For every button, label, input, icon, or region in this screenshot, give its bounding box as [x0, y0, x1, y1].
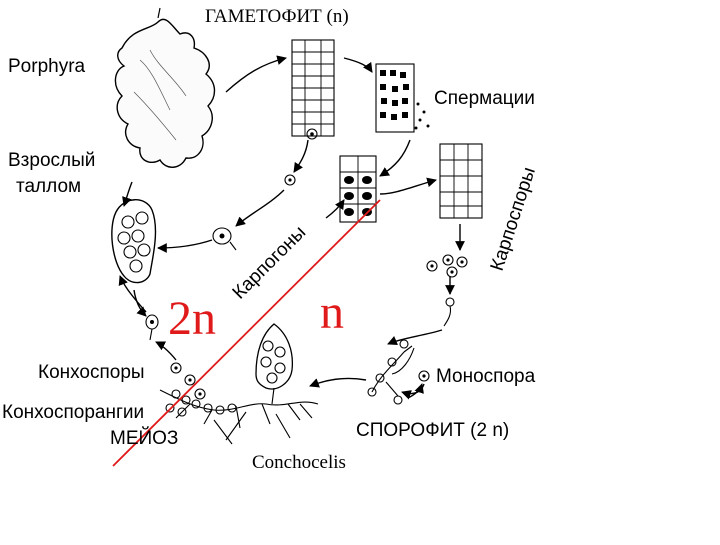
arrow-carpogon-from-2n — [326, 200, 344, 218]
arrow-spermatia-to-carpogon — [380, 140, 410, 176]
monospore-branch-illustration — [368, 340, 414, 404]
arrow-monospore-loop — [310, 378, 366, 386]
zygote-nucleus-icon — [288, 178, 291, 181]
germinating-carpospore-illustration — [444, 298, 454, 326]
conchospore-germling-illustration — [146, 315, 158, 340]
arrow-zygote-to-spore — [236, 190, 284, 226]
arrow-gametophyte-to-zygote — [294, 140, 308, 172]
adult-thallus-label-line1: Взрослый — [8, 150, 95, 171]
carpogons-label: Карпогоны — [229, 222, 311, 304]
carpogon-filament-illustration — [340, 156, 376, 222]
arrow-carpogon-to-carpospore — [380, 180, 436, 194]
spermatia-label: Спермации — [434, 88, 535, 109]
conchospores-label: Конхоспоры — [38, 362, 145, 383]
conchocelis-label: Conchocelis — [252, 452, 346, 473]
released-carpospores-illustration — [427, 255, 467, 277]
sporophyte-label: СПОРОФИТ (2 n) — [356, 420, 509, 441]
carpospores-label: Карпоспоры — [487, 165, 540, 274]
porphyra-label: Porphyra — [8, 56, 86, 77]
arrow-gametophyte-to-spermatia — [344, 58, 372, 72]
conchosporangia-label: Конхоспорангии — [2, 402, 144, 423]
monospore-label: Моноспора — [436, 366, 536, 387]
ploidy-n-label: n — [320, 286, 344, 339]
gametophyte-filament-illustration — [292, 40, 334, 139]
porphyra-thallus-illustration — [115, 8, 214, 167]
monospore-icon — [419, 371, 429, 381]
meiosis-label: МЕЙОЗ — [110, 427, 178, 449]
spore-with-tail-icon — [213, 228, 236, 250]
arrow-thallus-to-gametophyte — [226, 58, 286, 92]
conchospores-group-illustration — [171, 363, 205, 399]
arrow-spore-to-conchosporangium — [158, 240, 212, 248]
ploidy-2n-label: 2n — [168, 292, 216, 345]
gametophyte-label: ГАМЕТОФИТ (n) — [205, 6, 349, 27]
spermatia-filament-illustration — [376, 64, 430, 132]
arrow-germling-to-sporophyte — [388, 330, 442, 344]
adult-thallus-label-line2: таллом — [16, 176, 81, 197]
conchosporangium-illustration — [112, 200, 156, 283]
carpospore-filament-illustration — [440, 144, 482, 218]
arrow-conchosporangium-to-germling — [134, 290, 146, 316]
